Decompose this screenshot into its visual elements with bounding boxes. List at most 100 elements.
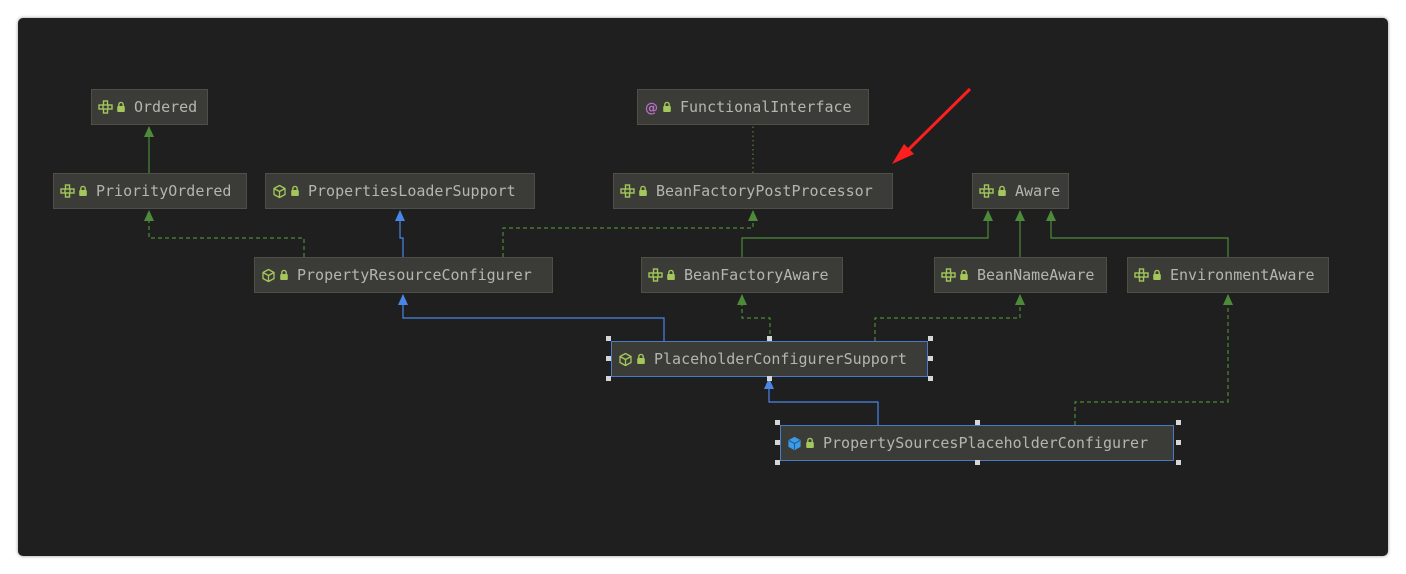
lock-icon bbox=[279, 269, 289, 281]
resize-handle[interactable] bbox=[1176, 440, 1181, 445]
lock-icon bbox=[116, 101, 126, 113]
node-label: Ordered bbox=[134, 98, 198, 116]
edge-arrowhead bbox=[1223, 294, 1233, 305]
interface-icon bbox=[979, 183, 994, 199]
edge-line bbox=[399, 211, 404, 257]
interface-icon bbox=[98, 99, 113, 115]
edge-property-resource-configurer-to-priority-ordered bbox=[144, 210, 305, 257]
edge-arrowhead bbox=[144, 126, 154, 137]
interface-icon bbox=[941, 267, 956, 283]
node-bean-factory-post-processor[interactable]: BeanFactoryPostProcessor bbox=[613, 173, 893, 209]
edge-bean-factory-aware-to-aware bbox=[741, 210, 993, 257]
resize-handle[interactable] bbox=[606, 356, 611, 361]
edge-property-resource-configurer-to-bean-factory-post-processor bbox=[502, 210, 758, 257]
edge-line bbox=[1074, 295, 1229, 425]
resize-handle[interactable] bbox=[767, 376, 772, 381]
edge-line bbox=[741, 211, 989, 257]
resize-handle[interactable] bbox=[775, 460, 780, 465]
class-icon bbox=[787, 436, 802, 451]
annotation-arrow-head bbox=[892, 144, 914, 164]
edge-arrowhead bbox=[748, 210, 758, 221]
edge-property-sources-placeholder-configurer-to-environment-aware bbox=[1074, 294, 1233, 425]
edge-line bbox=[741, 295, 771, 341]
node-properties-loader-support[interactable]: PropertiesLoaderSupport bbox=[265, 173, 535, 209]
edge-line bbox=[402, 295, 665, 341]
edge-placeholder-configurer-support-to-bean-factory-aware bbox=[737, 294, 771, 341]
resize-handle[interactable] bbox=[928, 356, 933, 361]
resize-handle[interactable] bbox=[1176, 420, 1181, 425]
node-environment-aware[interactable]: EnvironmentAware bbox=[1127, 257, 1329, 293]
interface-icon bbox=[1134, 267, 1149, 283]
edge-line bbox=[768, 379, 879, 425]
lock-icon bbox=[638, 185, 648, 197]
lock-icon bbox=[662, 101, 672, 113]
node-label: EnvironmentAware bbox=[1170, 266, 1315, 284]
node-label: BeanFactoryAware bbox=[684, 266, 829, 284]
resize-handle[interactable] bbox=[606, 336, 611, 341]
resize-handle[interactable] bbox=[606, 376, 611, 381]
node-label: Aware bbox=[1015, 182, 1061, 200]
resize-handle[interactable] bbox=[975, 460, 980, 465]
node-label: PriorityOrdered bbox=[96, 182, 232, 200]
lock-icon bbox=[1152, 269, 1162, 281]
node-aware[interactable]: Aware bbox=[972, 173, 1069, 209]
resize-handle[interactable] bbox=[1176, 460, 1181, 465]
edge-property-resource-configurer-to-properties-loader-support bbox=[395, 210, 405, 257]
resize-handle[interactable] bbox=[767, 336, 772, 341]
resize-handle[interactable] bbox=[775, 440, 780, 445]
lock-icon bbox=[78, 185, 88, 197]
edge-arrowhead bbox=[764, 378, 774, 389]
lock-icon bbox=[290, 185, 300, 197]
lock-icon bbox=[997, 185, 1007, 197]
resize-handle[interactable] bbox=[775, 420, 780, 425]
lock-icon bbox=[636, 353, 646, 365]
edge-arrowhead bbox=[395, 210, 405, 221]
edge-placeholder-configurer-support-to-bean-name-aware bbox=[874, 294, 1025, 341]
edge-arrowhead bbox=[1015, 210, 1025, 221]
node-label: BeanNameAware bbox=[977, 266, 1095, 284]
resize-handle[interactable] bbox=[928, 376, 933, 381]
edge-placeholder-configurer-support-to-property-resource-configurer bbox=[398, 294, 665, 341]
diagram-canvas: Ordered @ FunctionalInterface PriorityOr… bbox=[18, 18, 1388, 556]
annotation-layer bbox=[892, 87, 972, 164]
edge-property-sources-placeholder-configurer-to-placeholder-configurer-support bbox=[764, 378, 879, 425]
node-property-resource-configurer[interactable]: PropertyResourceConfigurer bbox=[254, 257, 553, 293]
edge-layer bbox=[144, 125, 1233, 425]
interface-icon bbox=[620, 183, 635, 199]
edge-arrowhead bbox=[398, 294, 408, 305]
abstract-class-icon bbox=[261, 268, 276, 283]
node-priority-ordered[interactable]: PriorityOrdered bbox=[53, 173, 247, 209]
lock-icon bbox=[666, 269, 676, 281]
annotation-icon: @ bbox=[644, 100, 659, 115]
edge-arrowhead bbox=[983, 210, 993, 221]
interface-icon bbox=[60, 183, 75, 199]
edge-priority-ordered-to-ordered bbox=[144, 126, 154, 173]
node-label: PlaceholderConfigurerSupport bbox=[654, 350, 907, 368]
node-label: BeanFactoryPostProcessor bbox=[656, 182, 873, 200]
resize-handle[interactable] bbox=[975, 420, 980, 425]
node-label: PropertyResourceConfigurer bbox=[297, 266, 532, 284]
resize-handle[interactable] bbox=[928, 336, 933, 341]
edge-arrowhead bbox=[1015, 294, 1025, 305]
annotation-arrow-shaft bbox=[904, 87, 972, 154]
abstract-class-icon bbox=[272, 184, 287, 199]
node-label: PropertySourcesPlaceholderConfigurer bbox=[823, 434, 1149, 452]
interface-icon bbox=[648, 267, 663, 283]
node-bean-name-aware[interactable]: BeanNameAware bbox=[934, 257, 1107, 293]
edge-line bbox=[1050, 211, 1229, 257]
edge-bean-name-aware-to-aware bbox=[1015, 210, 1025, 257]
edge-arrowhead bbox=[1046, 210, 1056, 221]
edge-arrowhead bbox=[737, 294, 747, 305]
edge-environment-aware-to-aware bbox=[1046, 210, 1229, 257]
node-label: PropertiesLoaderSupport bbox=[308, 182, 516, 200]
node-ordered[interactable]: Ordered bbox=[91, 89, 208, 125]
node-functional-interface[interactable]: @ FunctionalInterface bbox=[637, 89, 869, 125]
abstract-class-icon bbox=[618, 352, 633, 367]
node-placeholder-configurer-support[interactable]: PlaceholderConfigurerSupport bbox=[611, 341, 928, 377]
edge-line bbox=[148, 211, 305, 257]
node-bean-factory-aware[interactable]: BeanFactoryAware bbox=[641, 257, 843, 293]
node-label: FunctionalInterface bbox=[680, 98, 852, 116]
edge-arrowhead bbox=[144, 210, 154, 221]
lock-icon bbox=[805, 437, 815, 449]
lock-icon bbox=[959, 269, 969, 281]
